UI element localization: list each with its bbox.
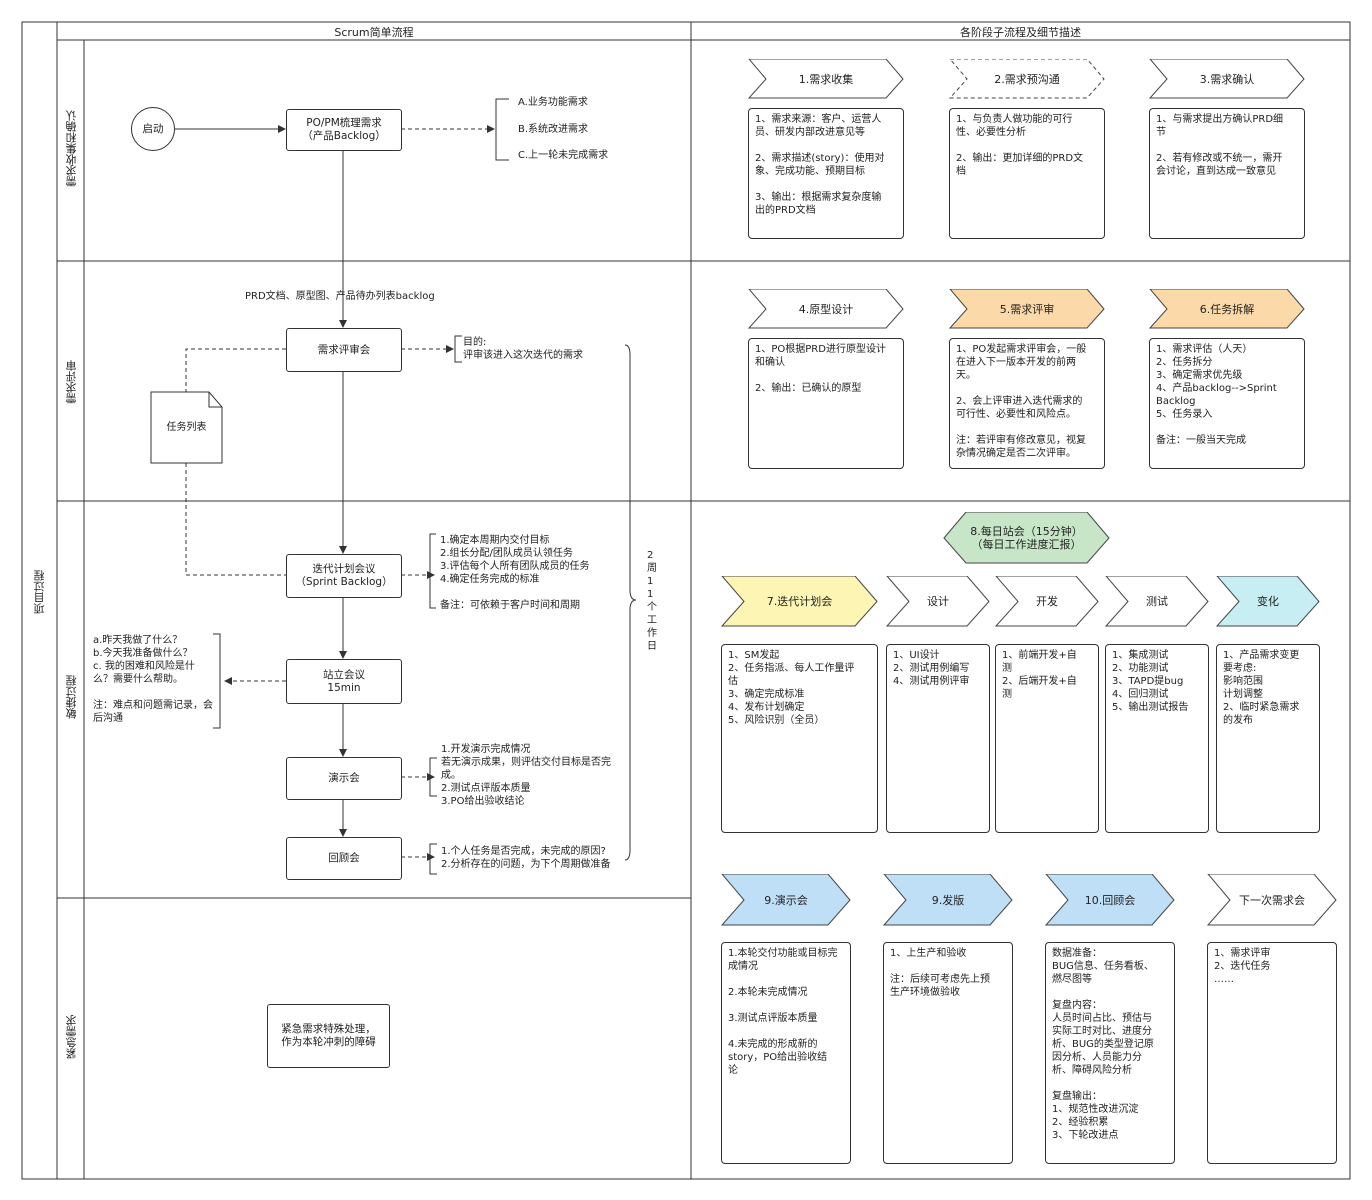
- stage-shape: [995, 576, 1099, 627]
- stage-shape: [721, 576, 878, 627]
- stage-shape: [1149, 59, 1305, 99]
- dev-card: 1、前端开发+自 测 2、后端开发+自 测: [995, 644, 1099, 833]
- stage-shape: [886, 576, 990, 627]
- lane-label-urgent: 紧急需求: [65, 1015, 78, 1059]
- prd-label: PRD文档、原型图、产品待办列表backlog: [245, 291, 435, 302]
- stage-9-demo-chevron: 9.演示会: [721, 874, 851, 926]
- stage-shape: [748, 59, 904, 99]
- stage-10-chevron: 10.回顾会: [1045, 874, 1175, 926]
- stage-5-chevron: 5.需求评审: [949, 289, 1105, 329]
- stage-7-card: 1、SM发起 2、任务指派、每人工作量评 估 3、确定完成标准 4、发布计划确定…: [721, 644, 878, 833]
- stage-7-chevron: 7.迭代计划会: [721, 576, 878, 627]
- stage-2-card: 1、与负责人做功能的可行 性、必要性分析 2、输出：更加详细的PRD文 档: [949, 108, 1105, 239]
- stage-shape: [1045, 874, 1175, 926]
- stage-1-chevron: 1.需求收集: [748, 59, 904, 99]
- stage-5-card: 1、PO发起需求评审会，一般 在进入下一版本开发的前两 天。 2、会上评审进入迭…: [949, 338, 1105, 469]
- stage-shape: [883, 874, 1013, 926]
- dev-chevron: 开发: [995, 576, 1099, 627]
- stage-shape: [1105, 576, 1209, 627]
- stage-shape: [1216, 576, 1320, 627]
- stage-1-card: 1、需求来源：客户、运营人 员、研发内部改进意见等 2、需求描述(story)：…: [748, 108, 904, 239]
- outer-lane-label: 项目过程: [33, 570, 46, 614]
- stage-8-hexagon: 8.每日站会（15分钟） （每日工作进度汇报）: [943, 512, 1110, 564]
- demo-note: 1.开发演示完成情况 若无演示成果，则评估交付目标是否完 成。 2.测试点评版本…: [441, 744, 611, 807]
- stage-4-chevron: 4.原型设计: [748, 289, 904, 329]
- design-chevron: 设计: [886, 576, 990, 627]
- stage-3-chevron: 3.需求确认: [1149, 59, 1305, 99]
- stage-6-chevron: 6.任务拆解: [1149, 289, 1305, 329]
- sprint-planning-box[interactable]: 迭代计划会议 （Sprint Backlog）: [286, 554, 402, 598]
- sprint-planning-note: 1.确定本周期内交付目标 2.组长分配/团队成员认领任务 3.评估每个人所有团队…: [440, 535, 590, 611]
- start-node[interactable]: 启动: [131, 107, 175, 151]
- lane-label-agile: 敏捷过程: [65, 675, 78, 719]
- stage-9-demo-card: 1.本轮交付功能或目标完 成情况 2.本轮未完成情况 3.测试点评版本质量 4.…: [721, 942, 851, 1164]
- design-card: 1、UI设计 2、测试用例编写 4、测试用例评审: [886, 644, 990, 833]
- stage-3-card: 1、与需求提出方确认PRD细 节 2、若有修改或不统一，需开 会讨论，直到达成一…: [1149, 108, 1305, 239]
- stage-shape: [949, 59, 1105, 99]
- stage-shape: [1149, 289, 1305, 329]
- left-section-title: Scrum简单流程: [334, 26, 414, 39]
- source-business: A.业务功能需求: [518, 97, 588, 108]
- po-backlog-box[interactable]: PO/PM梳理需求 （产品Backlog）: [286, 109, 402, 151]
- standup-note: a.昨天我做了什么？ b.今天我准备做什么？ c. 我的困难和风险是什 么？需要…: [93, 635, 213, 724]
- stage-9-release-chevron: 9.发版: [883, 874, 1013, 926]
- stage-2-chevron: 2.需求预沟通: [949, 59, 1105, 99]
- next-meeting-chevron: 下一次需求会: [1207, 874, 1337, 926]
- right-section-title: 各阶段子流程及细节描述: [960, 26, 1081, 39]
- test-chevron: 测试: [1105, 576, 1209, 627]
- stage-shape: [943, 512, 1110, 564]
- change-card: 1、产品需求变更 要考虑: 影响范围 计划调整 2、临时紧急需求 的发布: [1216, 644, 1320, 833]
- lane-label-review: 需求评审: [65, 360, 78, 404]
- demo-box[interactable]: 演示会: [286, 757, 402, 800]
- test-card: 1、集成测试 2、功能测试 3、TAPD提bug 4、回归测试 5、输出测试报告: [1105, 644, 1209, 833]
- source-unfinished: C.上一轮未完成需求: [518, 150, 609, 161]
- next-meeting-card: 1、需求评审 2、迭代任务 ……: [1207, 942, 1337, 1164]
- task-list-doc: 任务列表: [166, 422, 207, 433]
- stage-shape: [721, 874, 851, 926]
- retro-note: 1.个人任务是否完成，未完成的原因? 2.分析存在的问题，为下个周期做准备: [441, 846, 611, 870]
- stage-4-card: 1、PO根据PRD进行原型设计 和确认 2、输出：已确认的原型: [748, 338, 904, 469]
- lane-label-collection: 需求收集和确认: [65, 110, 78, 187]
- source-improvement: B.系统改进需求: [518, 124, 589, 135]
- stage-10-card: 数据准备： BUG信息、任务看板、 燃尽图等 复盘内容： 人员时间占比、预估与 …: [1045, 942, 1175, 1164]
- iteration-period: 2 周 1 1 个 工 作 日: [647, 550, 657, 652]
- review-meeting-box[interactable]: 需求评审会: [286, 328, 402, 372]
- change-chevron: 变化: [1216, 576, 1320, 627]
- stage-shape: [748, 289, 904, 329]
- stage-6-card: 1、需求评估（人天） 2、任务拆分 3、确定需求优先级 4、产品backlog-…: [1149, 338, 1305, 469]
- retro-box[interactable]: 回顾会: [286, 837, 402, 880]
- urgent-box[interactable]: 紧急需求特殊处理， 作为本轮冲刺的障碍: [267, 1004, 390, 1068]
- stage-9-release-card: 1、上生产和验收 注：后续可考虑先上预 生产环境做验收: [883, 942, 1013, 1164]
- stage-shape: [1207, 874, 1337, 926]
- review-note: 目的: 评审该进入这次迭代的需求: [463, 337, 583, 361]
- standup-box[interactable]: 站立会议 15min: [286, 659, 402, 704]
- stage-shape: [949, 289, 1105, 329]
